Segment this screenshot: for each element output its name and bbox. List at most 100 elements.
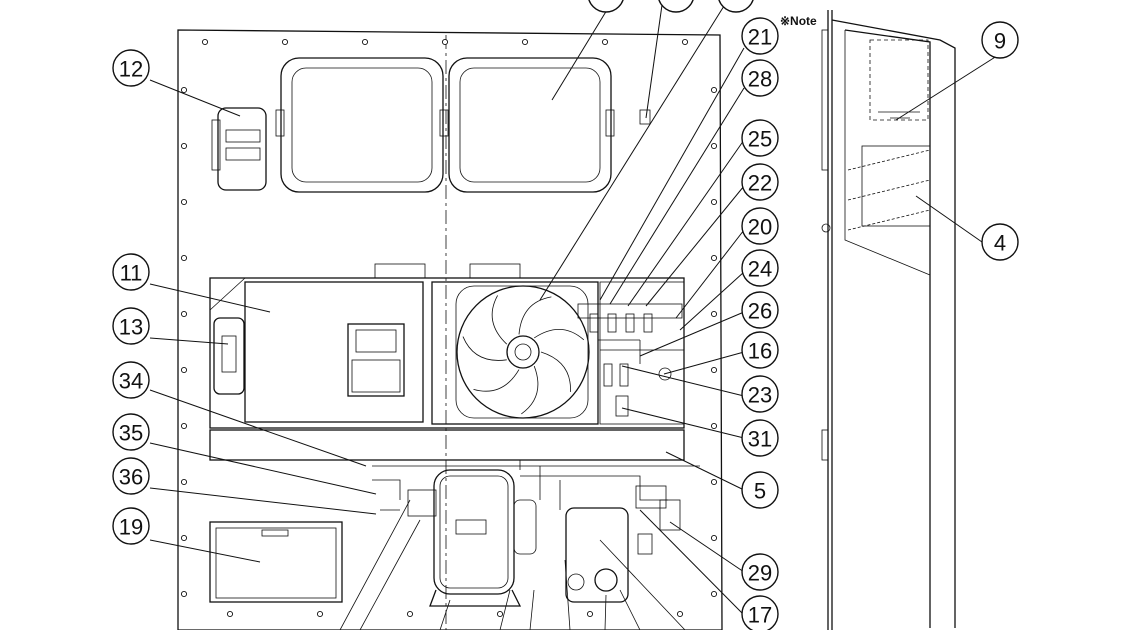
callout-4: 4 (981, 223, 1019, 261)
mounting-hole (521, 38, 529, 46)
callout-29: 29 (741, 553, 779, 591)
part-19-box (209, 521, 343, 603)
main-panel (177, 29, 723, 630)
mounting-hole (710, 310, 718, 318)
callout-number: 25 (748, 127, 772, 152)
mounting-hole (496, 610, 504, 618)
mounting-hole (361, 38, 369, 46)
callout-21: 21 (741, 17, 779, 55)
callout-number: 19 (119, 515, 143, 540)
mounting-hole (180, 254, 188, 262)
callout-number: 35 (119, 421, 143, 446)
callout-35: 35 (112, 413, 150, 451)
callout-number: 28 (748, 67, 772, 92)
callout-partial (658, 0, 694, 13)
valve-group (577, 281, 685, 425)
callout-number: 13 (119, 315, 143, 340)
middle-frame (209, 263, 685, 461)
callout-19: 19 (112, 507, 150, 545)
callout-20: 20 (741, 207, 779, 245)
side-view (821, 10, 956, 630)
condenser-fan (431, 281, 599, 425)
mounting-hole (441, 38, 449, 46)
mounting-hole (710, 422, 718, 430)
mounting-hole (710, 86, 718, 94)
callout-31: 31 (741, 419, 779, 457)
callout-number: 26 (748, 299, 772, 324)
fan-blade (491, 295, 508, 345)
callout-16: 16 (741, 331, 779, 369)
mounting-hole (180, 310, 188, 318)
callout-12: 12 (112, 49, 150, 87)
callout-5: 5 (741, 471, 779, 509)
callout-28: 28 (741, 59, 779, 97)
mounting-hole (180, 478, 188, 486)
callout-number: 16 (748, 339, 772, 364)
mounting-hole (180, 422, 188, 430)
fan-blade (540, 351, 571, 392)
callout-number: 21 (748, 25, 772, 50)
callout-number: 29 (748, 561, 772, 586)
callout-number: 11 (120, 261, 143, 286)
fan-blade (473, 369, 520, 392)
mounting-hole (710, 142, 718, 150)
callout-24: 24 (741, 249, 779, 287)
part-12-component (211, 107, 267, 191)
callout-11: 11 (112, 253, 150, 291)
mounting-hole (710, 366, 718, 374)
mounting-hole (281, 38, 289, 46)
part-13-component (213, 317, 245, 395)
callout-number: 36 (119, 465, 143, 490)
callout-number: 24 (748, 257, 772, 282)
part-14-component (639, 109, 651, 125)
callout-number: 12 (119, 57, 143, 82)
mounting-hole (226, 610, 234, 618)
upper-access-window-right (448, 57, 615, 193)
mounting-hole (406, 610, 414, 618)
mounting-hole (710, 198, 718, 206)
mounting-hole (710, 478, 718, 486)
callout-number: 31 (748, 427, 772, 452)
fan-blade (521, 365, 539, 415)
callout-number: 9 (994, 29, 1006, 54)
mounting-hole (710, 590, 718, 598)
callout-13: 13 (112, 307, 150, 345)
fan-blade (534, 328, 585, 341)
callout-23: 23 (741, 375, 779, 413)
callout-number: 5 (754, 479, 766, 504)
mounting-hole (180, 142, 188, 150)
callout-number: 22 (748, 171, 772, 196)
mounting-hole (180, 198, 188, 206)
electrical-box (244, 281, 424, 423)
fan-blade (462, 336, 507, 361)
note-label: ※Note (780, 14, 817, 28)
mounting-hole (681, 38, 689, 46)
mounting-hole (710, 534, 718, 542)
mounting-hole (586, 610, 594, 618)
mounting-hole (201, 38, 209, 46)
fan-blade (518, 296, 552, 335)
callout-partial (718, 0, 754, 13)
mounting-hole (180, 590, 188, 598)
callout-group: 12 11 13 34 35 36 19 21 28 25 22 20 24 26 16 23 31 5 29 17 9… (112, 0, 1019, 630)
callout-34: 34 (112, 361, 150, 399)
callout-partial (588, 0, 624, 13)
mounting-hole (180, 366, 188, 374)
mounting-hole (710, 254, 718, 262)
mounting-hole (601, 38, 609, 46)
callout-number: 34 (119, 369, 143, 394)
mounting-hole (316, 610, 324, 618)
callout-22: 22 (741, 163, 779, 201)
callout-number: 20 (748, 215, 772, 240)
upper-access-window-left (275, 57, 449, 193)
mounting-hole (180, 534, 188, 542)
leader-lines (149, 4, 1001, 616)
callout-number: 17 (748, 603, 772, 628)
callout-number: 4 (994, 231, 1006, 256)
callout-9: 9 (981, 21, 1019, 59)
mounting-hole (676, 610, 684, 618)
callout-25: 25 (741, 119, 779, 157)
compressor-unit (407, 469, 537, 607)
